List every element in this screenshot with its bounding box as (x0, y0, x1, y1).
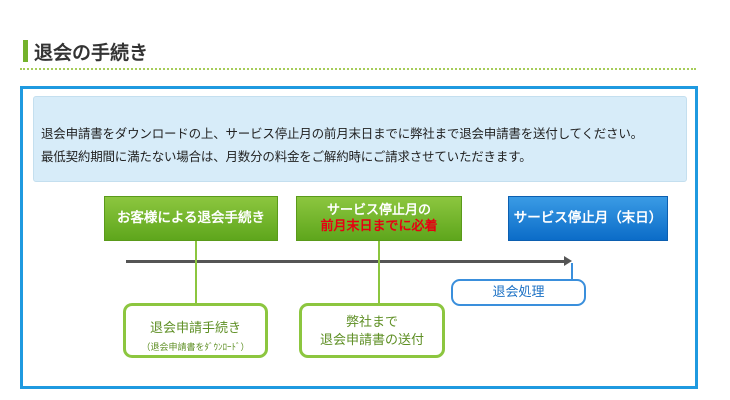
timeline-arrow-icon (564, 256, 572, 266)
substep-application-label: 退会申請手続き (149, 321, 241, 336)
substep-application-note: （退会申請書をﾀﾞｳﾝﾛｰﾄﾞ） (141, 343, 250, 353)
page-title: 退会の手続き (34, 42, 149, 64)
substep-send-form-line2: 退会申請書の送付 (319, 333, 424, 348)
notice-line-2: 最低契約期間に満たない場合は、月数分の料金をご解約時にご請求させていただきます。 (41, 149, 532, 164)
notice-line-1: 退会申請書をダウンロードの上、サービス停止月の前月末日までに弊社まで退会申請書を… (41, 126, 643, 141)
substep-processing: 退会処理 (451, 279, 586, 306)
heading-accent-bar (23, 40, 28, 62)
step-deadline-line1: サービス停止月の (326, 203, 431, 218)
step-customer-procedure: お客様による退会手続き (104, 196, 278, 241)
step-deadline: サービス停止月の 前月末日までに必着 (296, 196, 462, 241)
substep-send-form: 弊社まで 退会申請書の送付 (299, 303, 445, 358)
substep-send-form-line1: 弊社まで (345, 315, 398, 330)
connector-step1 (195, 241, 197, 305)
step-deadline-line2: 前月末日までに必着 (320, 219, 438, 234)
section-heading: 退会の手続き (20, 34, 696, 70)
timeline-line (126, 260, 566, 263)
procedure-panel: 退会申請書をダウンロードの上、サービス停止月の前月末日までに弊社まで退会申請書を… (20, 86, 698, 389)
substep-application: 退会申請手続き （退会申請書をﾀﾞｳﾝﾛｰﾄﾞ） (123, 303, 268, 358)
connector-step2 (378, 241, 380, 305)
step-service-stop: サービス停止月（末日） (508, 196, 668, 241)
connector-step3 (571, 263, 573, 285)
notice-box: 退会申請書をダウンロードの上、サービス停止月の前月末日までに弊社まで退会申請書を… (33, 96, 687, 182)
